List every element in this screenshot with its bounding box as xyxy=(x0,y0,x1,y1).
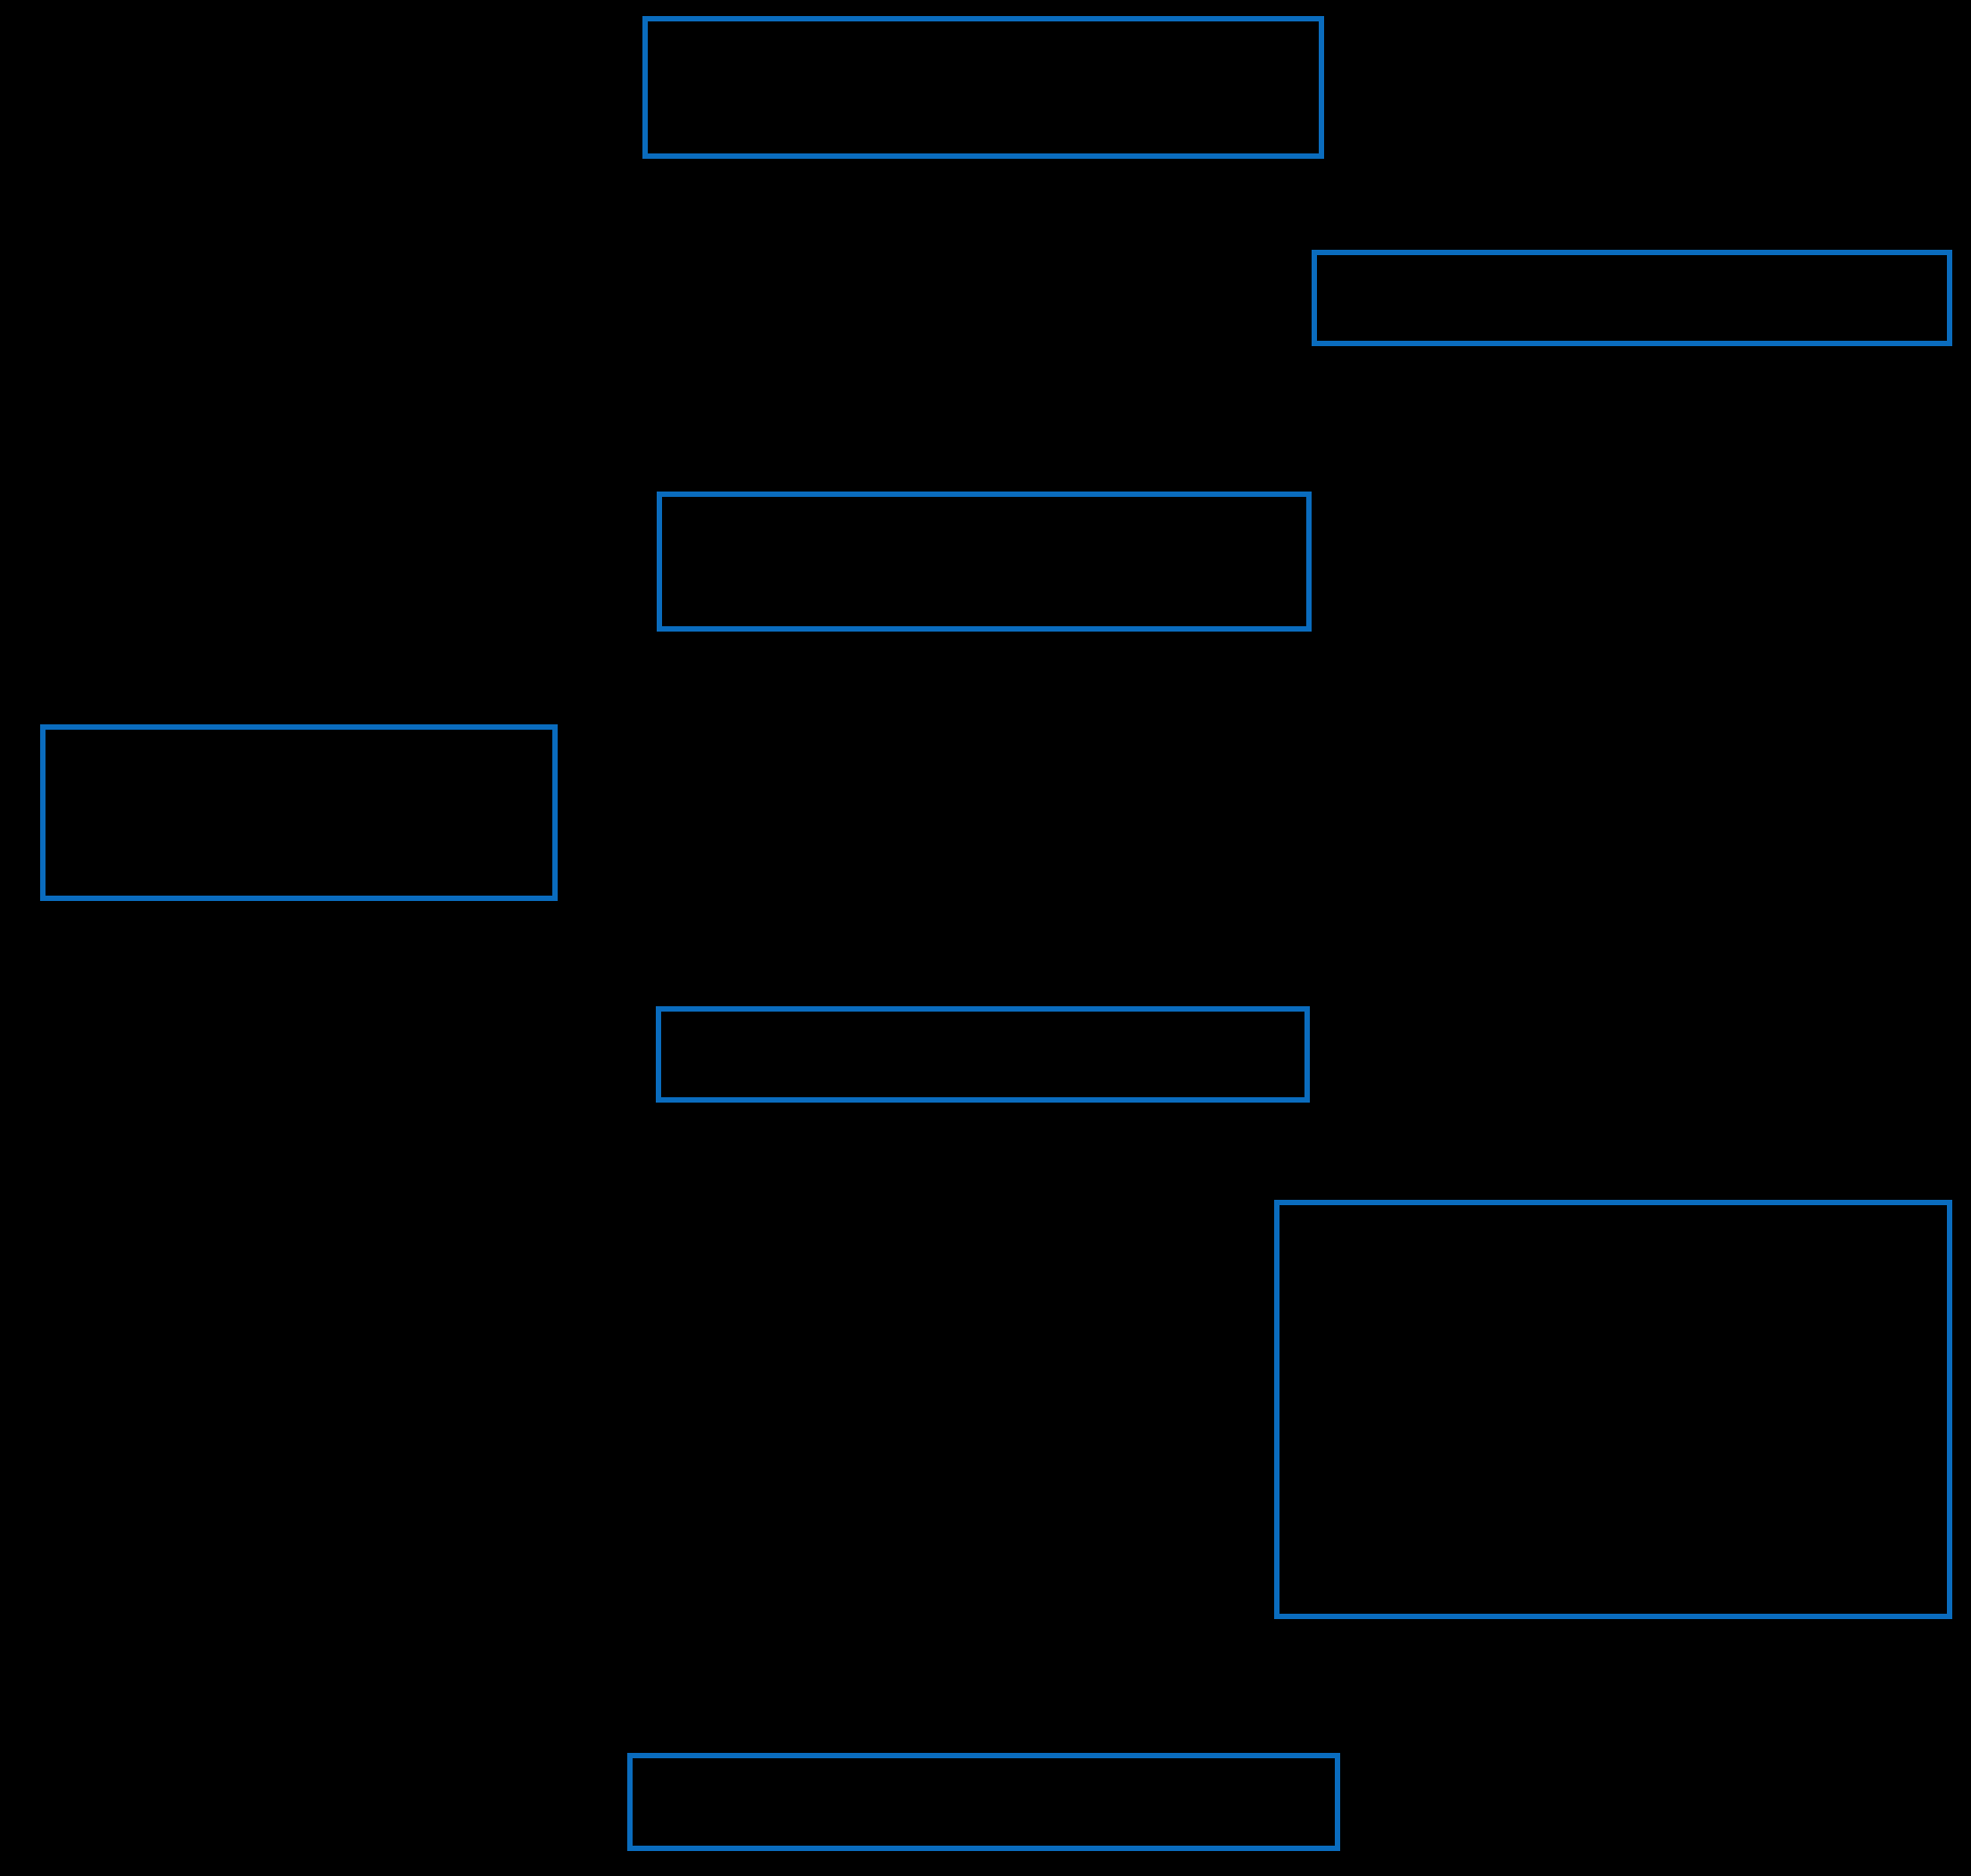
bounding-box-box-1[interactable] xyxy=(642,16,1324,159)
bounding-box-box-7[interactable] xyxy=(627,1753,1340,1851)
bounding-box-box-2[interactable] xyxy=(1312,250,1952,346)
bounding-box-box-4[interactable] xyxy=(40,724,558,901)
bounding-box-box-5[interactable] xyxy=(656,1006,1310,1103)
bounding-box-box-6[interactable] xyxy=(1274,1200,1952,1619)
bounding-box-box-3[interactable] xyxy=(657,492,1312,632)
